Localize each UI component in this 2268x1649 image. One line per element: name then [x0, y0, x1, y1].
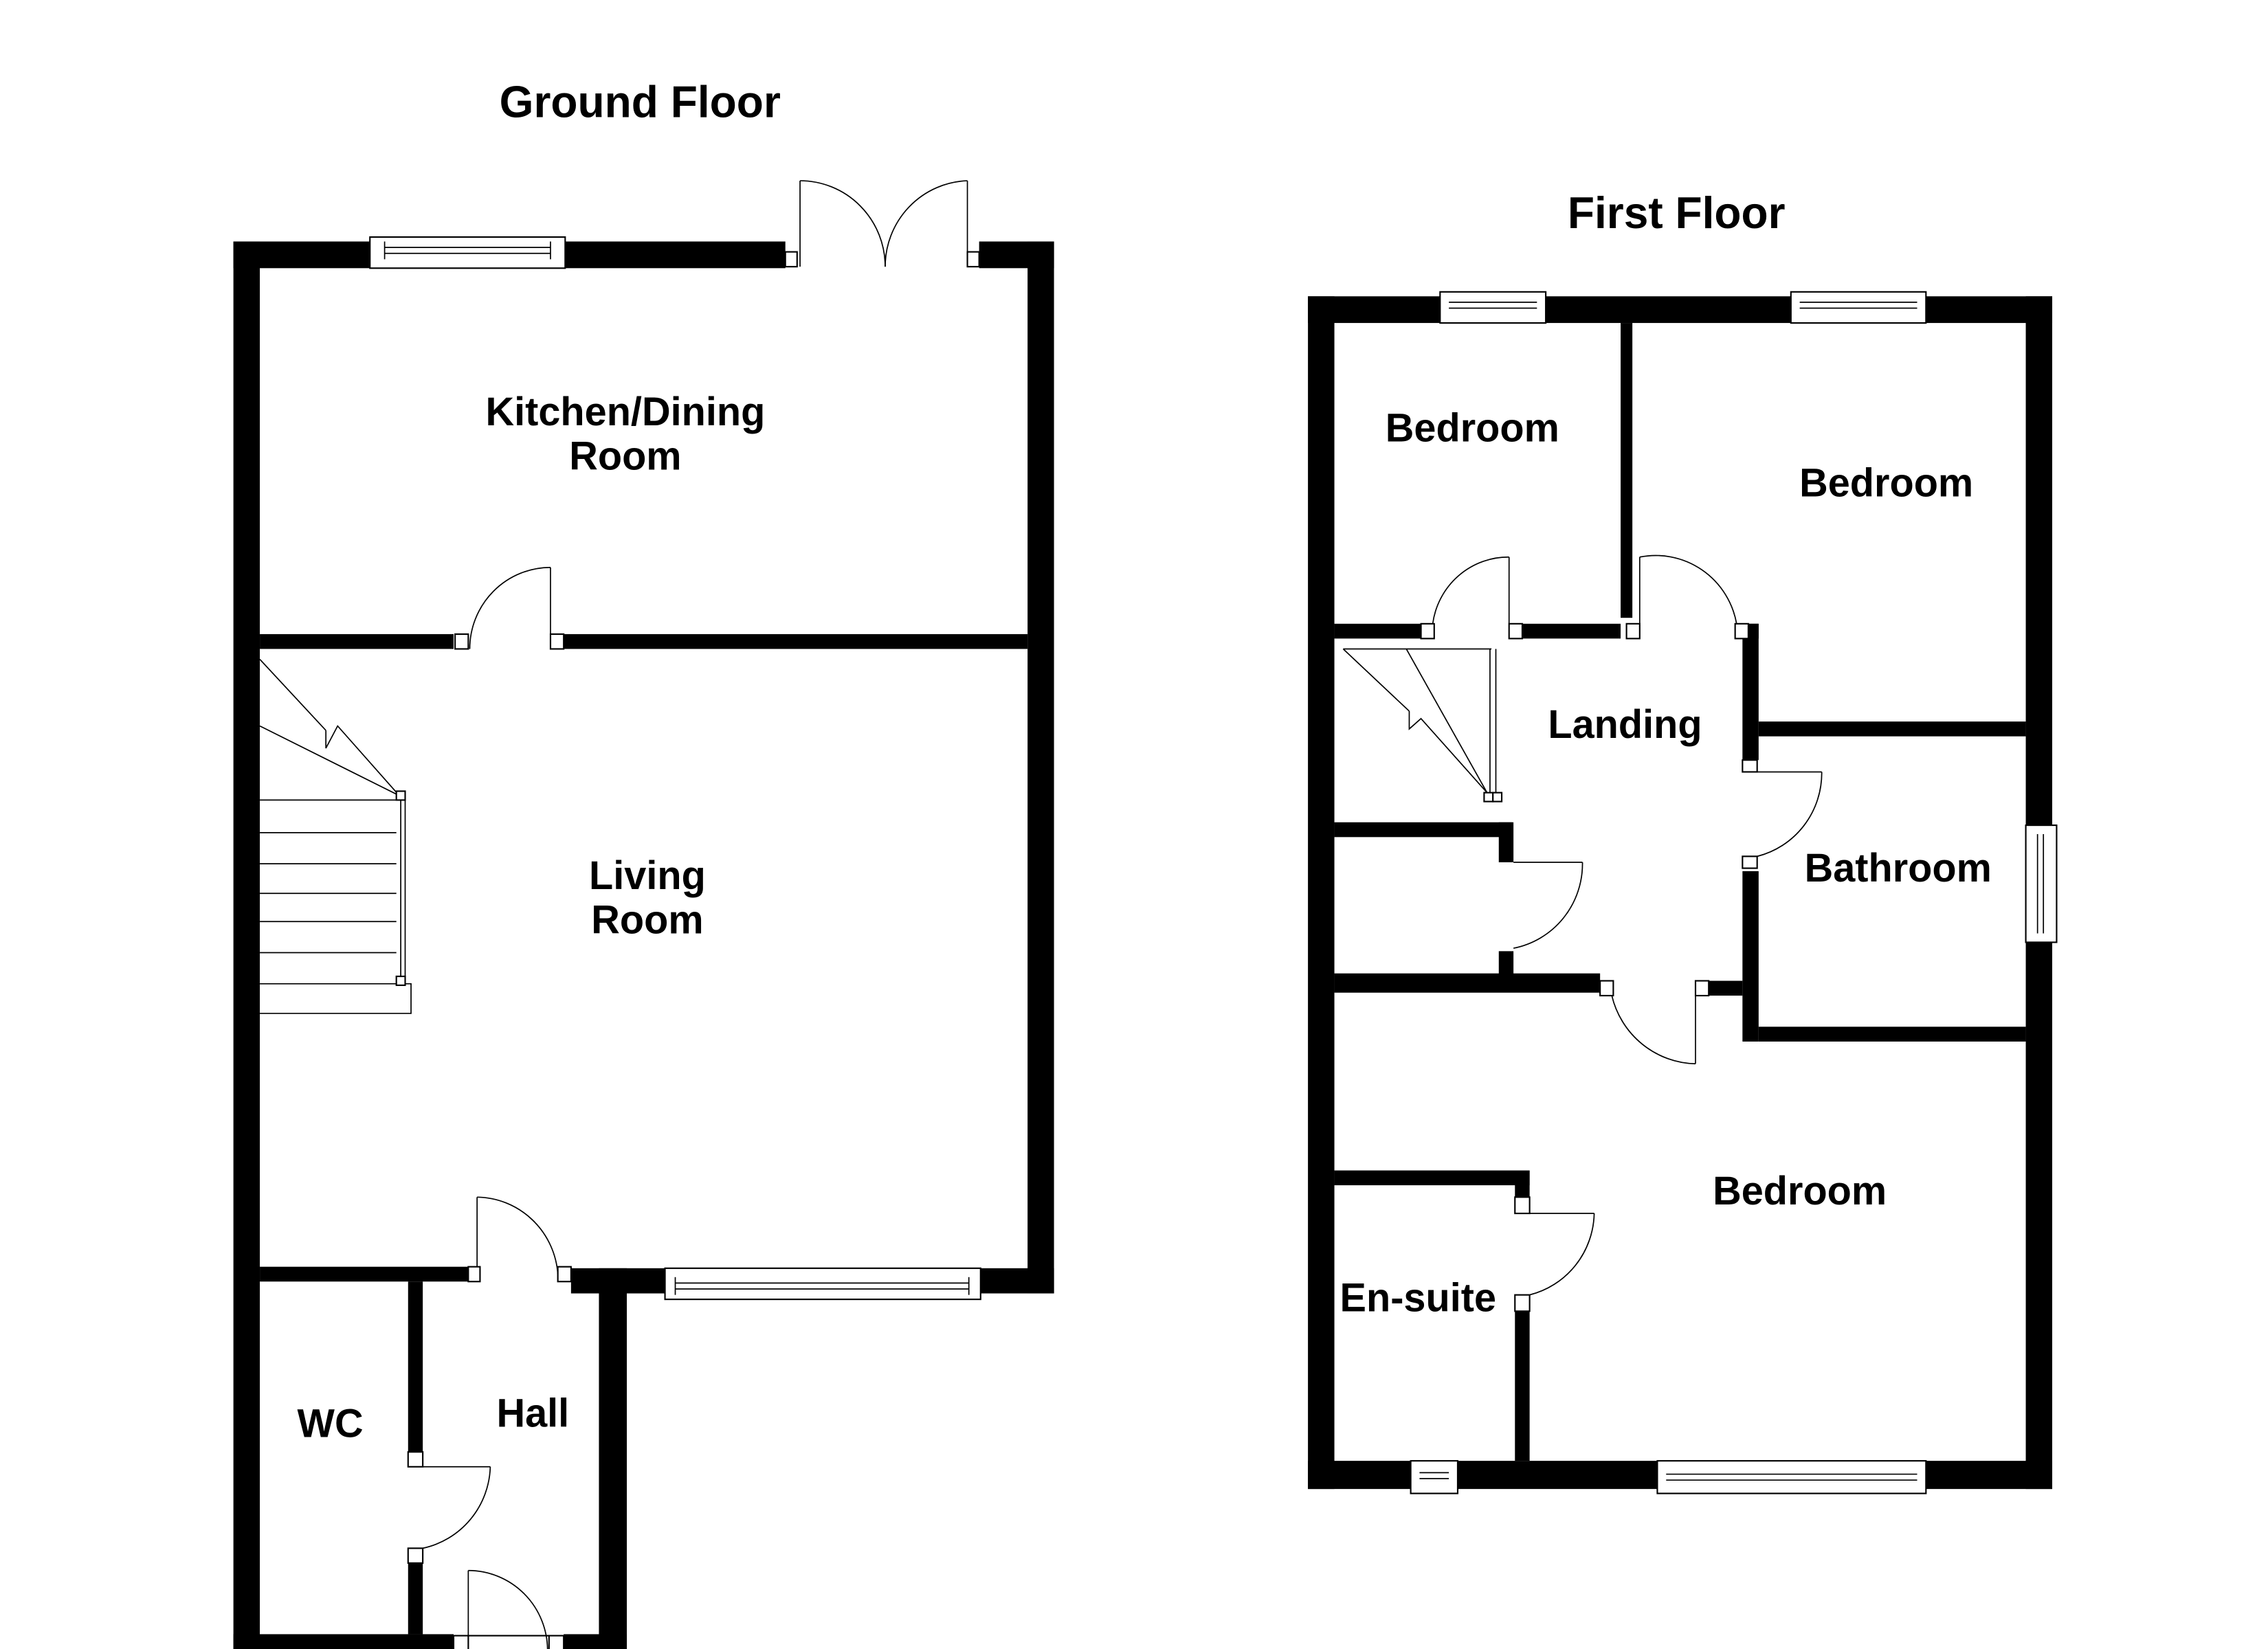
- window-bedroom-main: [1656, 1460, 1927, 1494]
- window-bathroom: [2025, 824, 2058, 943]
- ground-floor-walls: [233, 241, 1054, 1649]
- room-label-hall: Hall: [496, 1391, 569, 1435]
- staircase-ground: [259, 658, 412, 1014]
- door-bedroom-small: [1420, 556, 1524, 640]
- window-ensuite: [1410, 1460, 1459, 1494]
- window-living-front: [664, 1267, 981, 1301]
- door-ensuite: [1514, 1196, 1595, 1312]
- door-living-hall: [467, 1196, 572, 1283]
- french-doors: [784, 180, 980, 268]
- room-label-bathroom: Bathroom: [1805, 846, 1992, 890]
- first-floor-walls: [1308, 296, 2053, 1490]
- room-label-kitchen-dining-2: Room: [569, 434, 681, 478]
- window-kitchen: [369, 236, 566, 269]
- door-bedroom-right: [1625, 554, 1749, 640]
- staircase-first: [1342, 648, 1503, 803]
- room-label-living-2: Room: [591, 898, 703, 942]
- window-bedroom-right: [1790, 291, 1927, 324]
- room-label-bedroom-right: Bedroom: [1799, 461, 1973, 505]
- window-bedroom-small: [1439, 291, 1547, 324]
- room-label-wc: WC: [298, 1402, 364, 1446]
- room-label-bedroom-main: Bedroom: [1713, 1169, 1887, 1213]
- room-label-ensuite: En-suite: [1340, 1276, 1496, 1320]
- first-floor-title: First Floor: [1568, 188, 1786, 238]
- door-kitchen-living: [454, 567, 565, 650]
- door-cupboard: [1513, 862, 1583, 949]
- front-door: [452, 1569, 565, 1649]
- door-bathroom: [1742, 759, 1823, 869]
- first-floor: First Floor: [1308, 188, 2058, 1494]
- door-bedroom-main: [1599, 980, 1710, 1065]
- room-label-living: Living: [589, 854, 706, 898]
- room-label-kitchen-dining: Kitchen/Dining: [485, 390, 765, 434]
- room-label-bedroom-small: Bedroom: [1386, 406, 1559, 450]
- ground-floor-title: Ground Floor: [500, 77, 781, 126]
- ground-floor: Ground Floor: [233, 77, 1054, 1649]
- room-label-landing: Landing: [1548, 703, 1702, 747]
- door-wc: [407, 1451, 491, 1564]
